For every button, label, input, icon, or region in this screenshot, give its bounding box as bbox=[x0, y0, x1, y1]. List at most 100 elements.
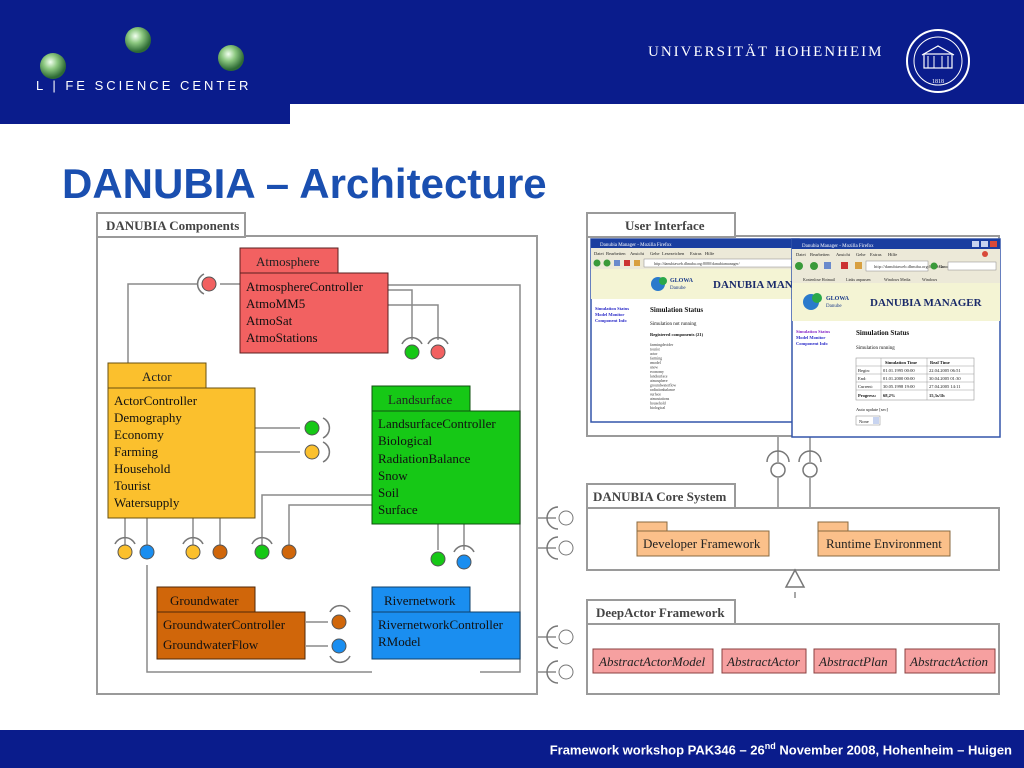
menu-item: Extras bbox=[690, 251, 702, 256]
menu-item: Gehe bbox=[650, 251, 660, 256]
table-cell: 30.05.1998 19:00 bbox=[883, 384, 915, 389]
life-science-center-label: L | FE SCIENCE CENTER bbox=[36, 78, 252, 93]
menu-item: Lesezeichen bbox=[662, 251, 685, 256]
atmosphere-item: AtmoStations bbox=[246, 330, 318, 345]
menu-item: Datei bbox=[796, 252, 806, 257]
interface-ball-icon bbox=[139, 544, 155, 560]
browser-screenshot-1: Danubia Manager - Mozilla Firefox Datei … bbox=[590, 238, 801, 423]
menu-item: Hilfe bbox=[888, 252, 897, 257]
component-item: farming bbox=[650, 357, 662, 361]
interface-ball-icon bbox=[802, 462, 818, 478]
interface-ball-icon bbox=[117, 544, 133, 560]
logo-ball-icon bbox=[125, 27, 151, 53]
footer-text: Framework workshop PAK346 – 26nd Novembe… bbox=[550, 741, 1012, 757]
logo-top: GLOWA bbox=[670, 278, 694, 284]
banner bbox=[792, 283, 1000, 321]
menu-item: Bearbeiten bbox=[810, 252, 830, 257]
landsurface-name: Landsurface bbox=[388, 392, 452, 407]
runtime-tab bbox=[817, 521, 849, 532]
interface-ball-icon bbox=[185, 544, 201, 560]
interface-ball-icon bbox=[201, 276, 217, 292]
interface-ball-icon bbox=[430, 344, 446, 360]
banner-title: DANUBIA MANAGER bbox=[870, 297, 983, 309]
abstract-class-box bbox=[813, 648, 897, 674]
url-field bbox=[865, 260, 929, 272]
groundwater-tab bbox=[156, 586, 256, 613]
table-cell: 01.01.2000 00:00 bbox=[883, 376, 915, 381]
chevron-down-icon bbox=[873, 417, 879, 424]
landsurface-item: RadiationBalance bbox=[378, 451, 471, 466]
logo-bottom: Danube bbox=[826, 304, 842, 309]
runtime-environment-name: Runtime Environment bbox=[826, 536, 942, 551]
forward-icon bbox=[603, 259, 611, 267]
footer-suffix: November 2008, Hohenheim – Huigen bbox=[775, 742, 1012, 758]
go-button: Go bbox=[939, 264, 945, 269]
close-button bbox=[990, 241, 997, 247]
home-icon bbox=[634, 260, 640, 266]
titlebar bbox=[591, 239, 799, 248]
core-system-label: DANUBIA Core System bbox=[593, 489, 727, 504]
header-bar: L | FE SCIENCE CENTER UNIVERSITÄT HOHENH… bbox=[0, 0, 1024, 104]
table-cell: 68,2% bbox=[883, 393, 896, 398]
back-icon bbox=[593, 259, 601, 267]
interface-ball-icon bbox=[404, 344, 420, 360]
window-title: Danubia Manager - Mozilla Firefox bbox=[802, 244, 874, 249]
component-item: economy bbox=[650, 370, 664, 374]
bookmark: Windows bbox=[922, 277, 938, 282]
menu-item: Extras bbox=[870, 252, 882, 257]
search-field bbox=[947, 261, 997, 271]
nav-link: Simulation Status bbox=[595, 306, 629, 311]
menubar bbox=[792, 249, 1000, 258]
component-item: snow bbox=[650, 366, 658, 370]
status-heading: Simulation Status bbox=[650, 306, 703, 314]
back-icon bbox=[795, 262, 803, 270]
footer-bar: Framework workshop PAK346 – 26nd Novembe… bbox=[0, 730, 1024, 768]
actor-item: Watersupply bbox=[114, 495, 180, 510]
nav-link: Component Info bbox=[595, 318, 627, 323]
auto-update-value: None bbox=[859, 419, 869, 424]
actor-item: Demography bbox=[114, 410, 182, 425]
rivernetwork-item: RivernetworkController bbox=[378, 617, 504, 632]
reload-icon bbox=[824, 262, 831, 269]
url-text: http://danubiaweb.dhnuba.org:8080/danubi… bbox=[654, 261, 741, 266]
table-cell: End: bbox=[858, 376, 867, 381]
landsurface-item: Soil bbox=[378, 485, 399, 500]
logo-ball-icon bbox=[40, 53, 66, 79]
interface-ball-icon bbox=[304, 420, 320, 436]
atmosphere-name: Atmosphere bbox=[256, 254, 320, 269]
footer-sup: nd bbox=[764, 741, 776, 751]
component-item: radiationbalance bbox=[650, 388, 675, 392]
deepactor-label: DeepActor Framework bbox=[596, 605, 725, 620]
url-text: http://danubiaweb.dhnuba.org:8080/danubi… bbox=[874, 264, 971, 269]
provided-interfaces bbox=[117, 276, 472, 654]
bookmark: Links anpassen bbox=[846, 277, 871, 282]
component-item: farmingdecider bbox=[650, 343, 674, 347]
interface-ball-icon bbox=[254, 544, 270, 560]
status-heading: Simulation Status bbox=[856, 329, 909, 337]
abstract-class-box bbox=[592, 648, 714, 674]
interface-ball-icon bbox=[331, 638, 347, 654]
required-interfaces bbox=[114, 273, 475, 664]
inheritance-arrow-icon bbox=[784, 568, 806, 588]
titlebar bbox=[792, 239, 1000, 249]
status-table: Simulation Time Real Time Begin: 01.01.1… bbox=[855, 357, 975, 401]
interface-ball-icon bbox=[558, 510, 574, 526]
components-label: DANUBIA Components bbox=[106, 218, 239, 233]
table-cell: Begin: bbox=[858, 368, 870, 373]
logo-bottom: Danube bbox=[670, 286, 686, 291]
stop-icon bbox=[624, 260, 630, 266]
nav-link: Model Monitor bbox=[595, 312, 624, 317]
status-text: Simulation not running bbox=[650, 322, 697, 327]
menu-item: Ansicht bbox=[836, 252, 851, 257]
nav-link: Model Monitor bbox=[796, 335, 825, 340]
nav-link: Simulation Status bbox=[796, 329, 830, 334]
components-tab bbox=[96, 212, 246, 238]
interface-ball-icon bbox=[558, 540, 574, 556]
auto-update-select bbox=[855, 415, 881, 426]
nav-link: Component Info bbox=[796, 341, 828, 346]
component-item: biological bbox=[650, 406, 665, 410]
bookmark: Kostenlose Hotmail bbox=[803, 277, 836, 282]
interface-ball-icon bbox=[456, 554, 472, 570]
menu-item: Hilfe bbox=[705, 251, 714, 256]
actor-item: ActorController bbox=[114, 393, 198, 408]
